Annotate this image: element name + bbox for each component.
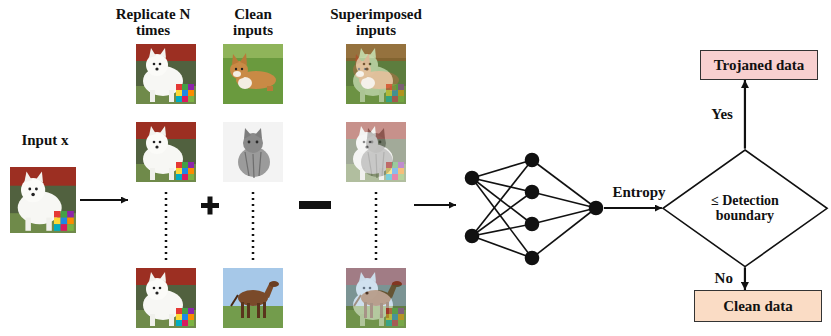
node-text: Trojaned data xyxy=(714,57,805,74)
edge-label: No xyxy=(713,270,735,287)
diamond-shape xyxy=(663,150,827,267)
input-label: Input x xyxy=(10,132,80,148)
neural-network xyxy=(466,154,603,265)
result-box: Clean data xyxy=(694,290,822,322)
replicated-images xyxy=(136,44,196,328)
arrow-label: Entropy xyxy=(604,184,674,200)
column-heading: Replicate N times xyxy=(111,6,195,38)
node-text: Clean data xyxy=(723,298,793,315)
column-heading: Superimposed inputs xyxy=(321,6,431,38)
node-text: ≤ Detection boundary xyxy=(699,193,791,224)
flow-arrow xyxy=(414,204,456,206)
flow-arrow xyxy=(604,207,662,209)
flow-arrow xyxy=(744,80,746,149)
node-text-group: Clean data xyxy=(723,298,793,315)
superimposed-images xyxy=(346,44,406,328)
flow-arrow xyxy=(80,199,128,201)
flow-arrow xyxy=(744,267,746,290)
plus-symbol xyxy=(201,197,219,215)
decision-diamond: ≤ Detection boundary xyxy=(662,149,828,268)
edge-label: Yes xyxy=(709,106,735,123)
result-box: Trojaned data xyxy=(700,50,818,80)
input-image xyxy=(10,167,76,233)
node-text-group: Trojaned data xyxy=(714,57,805,74)
equals-bar xyxy=(299,201,331,209)
node-text-group: ≤ Detection boundary xyxy=(699,193,791,224)
clean-images xyxy=(223,44,283,328)
column-heading: Clean inputs xyxy=(222,6,284,38)
